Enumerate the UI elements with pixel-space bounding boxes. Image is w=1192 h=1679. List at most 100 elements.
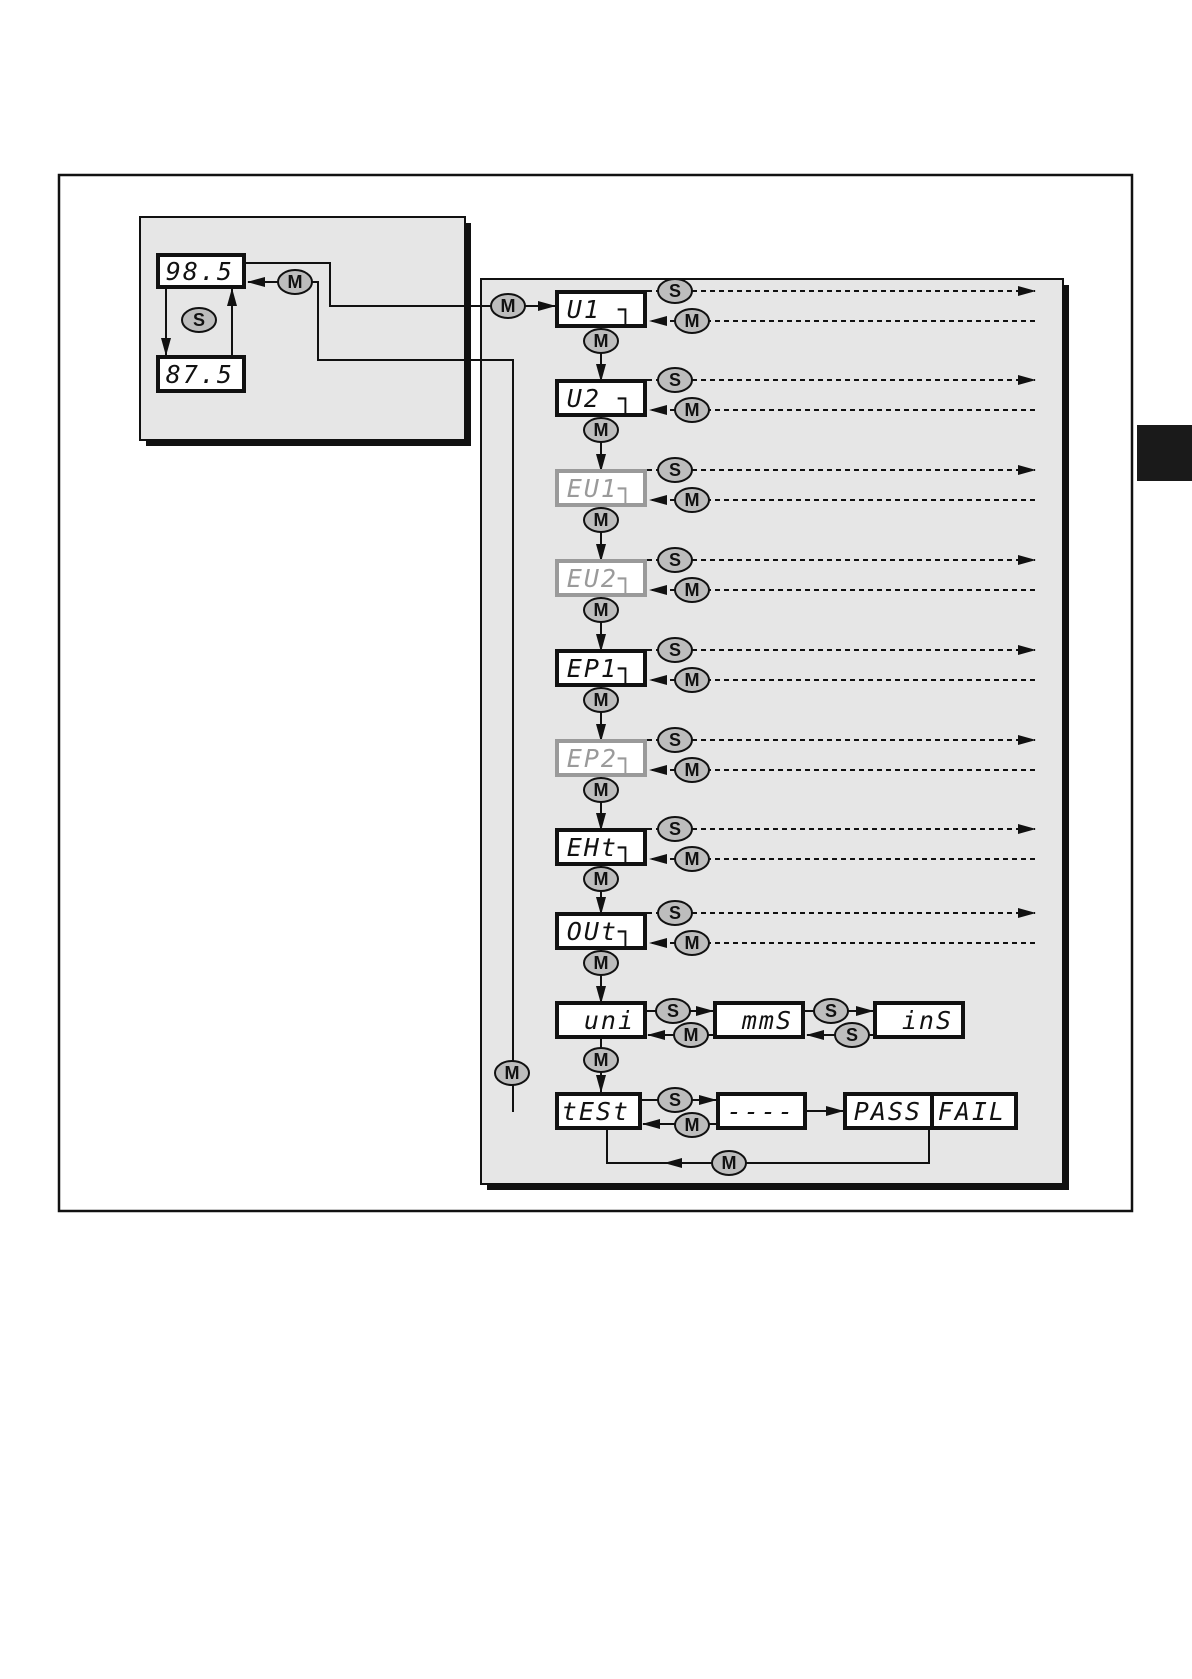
- menu-item-4-s-button-label: S: [669, 550, 681, 570]
- run-display-2: 87.5: [158, 357, 244, 391]
- menu-item-6-next-m-button[interactable]: M: [584, 778, 618, 802]
- uni-s-back-button-label: S: [846, 1025, 858, 1045]
- test-pass-display-text: PASS: [854, 1097, 922, 1126]
- enter-menu-m-button-label: M: [501, 296, 516, 316]
- menu-item-2-m-button-label: M: [685, 400, 700, 420]
- menu-item-5-next-m-button-label: M: [594, 690, 609, 710]
- uni-option-1-text: mmS: [741, 1006, 793, 1035]
- run-return-m-button[interactable]: M: [278, 270, 312, 294]
- menu-item-3-text: EU1┐: [567, 474, 635, 504]
- menu-item-5-s-button[interactable]: S: [658, 638, 692, 662]
- menu-item-5-s-button-label: S: [669, 640, 681, 660]
- test-running-display: ----: [718, 1094, 805, 1128]
- menu-item-8-s-button[interactable]: S: [658, 901, 692, 925]
- menu-item-3-s-button-label: S: [669, 460, 681, 480]
- test-s-button-label: S: [669, 1090, 681, 1110]
- uni-s-button-1-label: S: [667, 1001, 679, 1021]
- uni-s-back-button[interactable]: S: [835, 1023, 869, 1047]
- menu-item-7-m-button-label: M: [685, 849, 700, 869]
- test-result-m-button[interactable]: M: [712, 1151, 746, 1175]
- menu-item-8-s-button-label: S: [669, 903, 681, 923]
- run-display-1-text: 98.5: [166, 257, 234, 286]
- run-display-2-text: 87.5: [166, 360, 234, 389]
- menu-item-4-m-button[interactable]: M: [675, 578, 709, 602]
- run-toggle-s-button-label: S: [193, 310, 205, 330]
- test-return-m-button[interactable]: M: [495, 1061, 529, 1085]
- menu-item-2: U2 ┐: [557, 381, 645, 415]
- menu-item-5-m-button[interactable]: M: [675, 668, 709, 692]
- menu-item-4-next-m-button[interactable]: M: [584, 598, 618, 622]
- menu-item-4-text: EU2┐: [567, 564, 635, 594]
- menu-item-2-s-button-label: S: [669, 370, 681, 390]
- menu-item-6: EP2┐: [557, 741, 645, 775]
- run-return-m-button-label: M: [288, 272, 303, 292]
- uni-m-button-label: M: [684, 1025, 699, 1045]
- menu-item-1-m-button-label: M: [685, 311, 700, 331]
- menu-item-1-m-button[interactable]: M: [675, 309, 709, 333]
- menu-item-6-m-button-label: M: [685, 760, 700, 780]
- menu-item-7-s-button[interactable]: S: [658, 817, 692, 841]
- menu-item-8-m-button[interactable]: M: [675, 931, 709, 955]
- uni-option-1: mmS: [715, 1003, 803, 1037]
- test-fail-display: FAIL: [932, 1094, 1016, 1128]
- menu-item-5-next-m-button[interactable]: M: [584, 688, 618, 712]
- menu-item-7: EHt┐: [557, 830, 645, 864]
- uni-next-m-button[interactable]: M: [584, 1048, 618, 1072]
- uni-s-button-2[interactable]: S: [814, 999, 848, 1023]
- run-toggle-s-button[interactable]: S: [182, 308, 216, 332]
- menu-item-6-m-button[interactable]: M: [675, 758, 709, 782]
- menu-item-1-text: U1 ┐: [567, 295, 635, 325]
- menu-item-3-next-m-button[interactable]: M: [584, 508, 618, 532]
- menu-item-uni: uni: [557, 1003, 645, 1037]
- test-pass-display: PASS: [845, 1094, 932, 1128]
- menu-item-3: EU1┐: [557, 471, 645, 505]
- menu-item-2-m-button[interactable]: M: [675, 398, 709, 422]
- menu-item-6-text: EP2┐: [567, 744, 635, 774]
- menu-item-7-m-button[interactable]: M: [675, 847, 709, 871]
- menu-item-7-next-m-button-label: M: [594, 869, 609, 889]
- menu-item-4-m-button-label: M: [685, 580, 700, 600]
- menu-item-6-next-m-button-label: M: [594, 780, 609, 800]
- menu-item-test: tESt: [557, 1094, 640, 1128]
- menu-item-1-s-button[interactable]: S: [658, 279, 692, 303]
- test-m-button[interactable]: M: [675, 1113, 709, 1137]
- uni-next-m-button-label: M: [594, 1050, 609, 1070]
- menu-item-3-s-button[interactable]: S: [658, 458, 692, 482]
- test-return-m-button-label: M: [505, 1063, 520, 1083]
- menu-item-8: OUt┐: [557, 914, 645, 948]
- uni-s-button-2-label: S: [825, 1001, 837, 1021]
- menu-item-2-s-button[interactable]: S: [658, 368, 692, 392]
- menu-item-4-next-m-button-label: M: [594, 600, 609, 620]
- menu-item-3-m-button-label: M: [685, 490, 700, 510]
- uni-option-2-text: inS: [902, 1006, 953, 1035]
- menu-item-2-text: U2 ┐: [567, 384, 635, 414]
- menu-item-2-next-m-button[interactable]: M: [584, 418, 618, 442]
- test-running-display-text: ----: [727, 1097, 795, 1126]
- menu-item-test-text: tESt: [562, 1097, 630, 1126]
- menu-item-1-s-button-label: S: [669, 281, 681, 301]
- test-s-button[interactable]: S: [658, 1088, 692, 1112]
- section-tab: [1137, 425, 1192, 481]
- uni-option-2: inS: [875, 1003, 963, 1037]
- uni-s-button-1[interactable]: S: [656, 999, 690, 1023]
- menu-item-3-m-button[interactable]: M: [675, 488, 709, 512]
- menu-item-4-s-button[interactable]: S: [658, 548, 692, 572]
- uni-m-button[interactable]: M: [674, 1023, 708, 1047]
- menu-item-6-s-button[interactable]: S: [658, 728, 692, 752]
- test-m-button-label: M: [685, 1115, 700, 1135]
- test-fail-display-text: FAIL: [938, 1097, 1006, 1126]
- menu-item-8-text: OUt┐: [567, 917, 635, 947]
- menu-item-uni-text: uni: [584, 1006, 635, 1035]
- menu-item-7-next-m-button[interactable]: M: [584, 867, 618, 891]
- menu-item-7-text: EHt┐: [567, 833, 635, 863]
- enter-menu-m-button[interactable]: M: [491, 294, 525, 318]
- menu-item-8-next-m-button[interactable]: M: [584, 951, 618, 975]
- test-result-m-button-label: M: [722, 1153, 737, 1173]
- menu-item-2-next-m-button-label: M: [594, 420, 609, 440]
- menu-item-8-m-button-label: M: [685, 933, 700, 953]
- menu-item-8-next-m-button-label: M: [594, 953, 609, 973]
- menu-item-5-text: EP1┐: [567, 654, 635, 684]
- menu-item-1-next-m-button[interactable]: M: [584, 329, 618, 353]
- menu-item-4: EU2┐: [557, 561, 645, 595]
